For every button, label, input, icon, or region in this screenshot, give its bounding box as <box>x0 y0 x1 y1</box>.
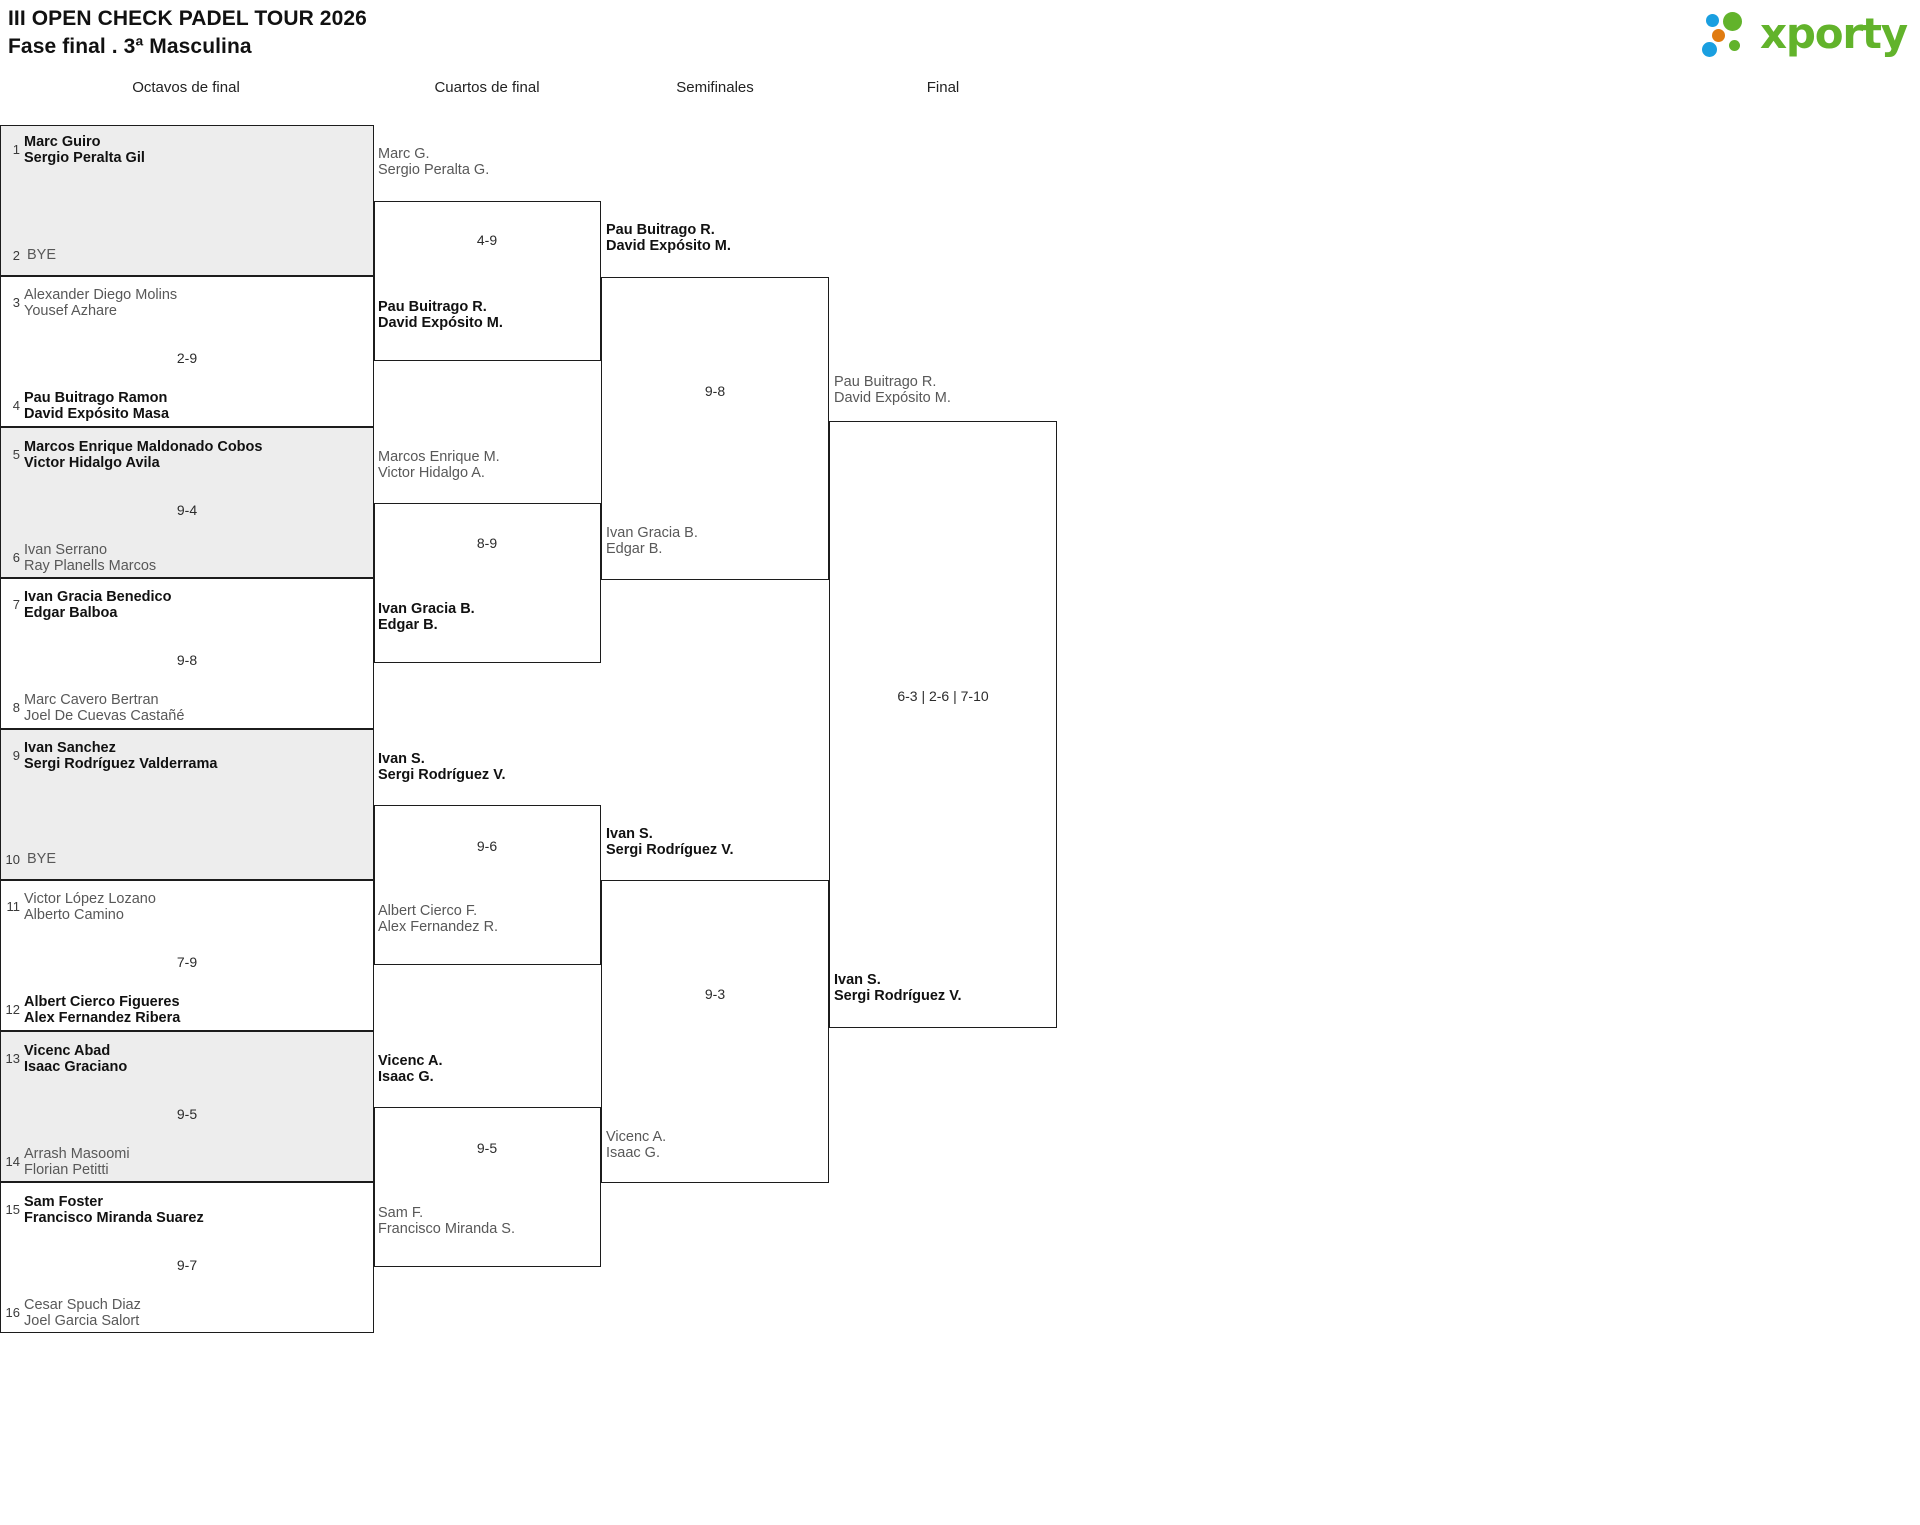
r16-seed-4: 4 <box>12 398 20 413</box>
r16-match-5[interactable] <box>0 729 374 880</box>
sf-team-2-top: Ivan S. Sergi Rodríguez V. <box>606 826 734 858</box>
qf-score-1: 4-9 <box>476 232 498 248</box>
r16-team-14: Arrash Masoomi Florian Petitti <box>24 1146 130 1178</box>
qf-match-4-box[interactable] <box>374 1107 601 1267</box>
tournament-subtitle: Fase final . 3ª Masculina <box>8 35 252 58</box>
round-header-octavos: Octavos de final <box>132 79 240 96</box>
qf-team-4-bottom: Sam F. Francisco Miranda S. <box>378 1205 515 1237</box>
sf-match-2-box[interactable] <box>601 880 829 1183</box>
sf-team-1-top: Pau Buitrago R. David Expósito M. <box>606 222 731 254</box>
r16-score-6: 7-9 <box>176 954 198 970</box>
r16-team-16: Cesar Spuch Diaz Joel Garcia Salort <box>24 1297 141 1329</box>
r16-seed-8: 8 <box>12 700 20 715</box>
sf-score-1: 9-8 <box>704 383 726 399</box>
r16-score-4: 9-8 <box>176 652 198 668</box>
final-score: 6-3 | 2-6 | 7-10 <box>897 688 989 704</box>
r16-seed-11: 11 <box>6 899 21 914</box>
sf-score-2: 9-3 <box>704 986 726 1002</box>
qf-team-4-top: Vicenc A. Isaac G. <box>378 1053 443 1085</box>
r16-team-5: Marcos Enrique Maldonado Cobos Victor Hi… <box>24 439 263 471</box>
page-header: III OPEN CHECK PADEL TOUR 2026 Fase fina… <box>0 0 1920 70</box>
r16-seed-10: 10 <box>5 852 20 867</box>
qf-team-1-top: Marc G. Sergio Peralta G. <box>378 146 490 178</box>
qf-match-3-box[interactable] <box>374 805 601 965</box>
qf-team-3-top: Ivan S. Sergi Rodríguez V. <box>378 751 506 783</box>
r16-seed-7: 7 <box>12 597 20 612</box>
r16-match-6[interactable] <box>0 880 374 1031</box>
r16-match-4[interactable] <box>0 578 374 729</box>
r16-team-4: Pau Buitrago Ramon David Expósito Masa <box>24 390 170 422</box>
r16-team-13: Vicenc Abad Isaac Graciano <box>24 1043 128 1075</box>
sf-team-2-bottom: Vicenc A. Isaac G. <box>606 1129 667 1161</box>
sf-team-1-bottom: Ivan Gracia B. Edgar B. <box>606 525 698 557</box>
r16-score-2: 2-9 <box>176 350 198 366</box>
r16-seed-3: 3 <box>12 295 20 310</box>
sf-match-1-box[interactable] <box>601 277 829 580</box>
round-header-final: Final <box>926 79 960 96</box>
qf-team-2-top: Marcos Enrique M. Victor Hidalgo A. <box>378 449 500 481</box>
round-header-cuartos: Cuartos de final <box>434 79 540 96</box>
r16-match-3[interactable] <box>0 427 374 578</box>
final-team-top: Pau Buitrago R. David Expósito M. <box>834 374 951 406</box>
qf-score-4: 9-5 <box>476 1140 498 1156</box>
r16-score-3: 9-4 <box>176 502 198 518</box>
r16-seed-14: 14 <box>5 1154 20 1169</box>
r16-seed-13: 13 <box>5 1051 20 1066</box>
qf-match-1-box[interactable] <box>374 201 601 361</box>
r16-team-9: Ivan Sanchez Sergi Rodríguez Valderrama <box>24 740 218 772</box>
qf-score-3: 9-6 <box>476 838 498 854</box>
xporty-logo[interactable]: xporty <box>1700 8 1910 60</box>
r16-seed-12: 12 <box>5 1002 20 1017</box>
r16-seed-1: 1 <box>12 142 20 157</box>
qf-team-3-bottom: Albert Cierco F. Alex Fernandez R. <box>378 903 499 935</box>
r16-match-7[interactable] <box>0 1031 374 1182</box>
r16-score-7: 9-5 <box>176 1106 198 1122</box>
r16-match-2[interactable] <box>0 276 374 427</box>
r16-team-6: Ivan Serrano Ray Planells Marcos <box>24 542 157 574</box>
r16-seed-6: 6 <box>12 550 20 565</box>
tournament-title: III OPEN CHECK PADEL TOUR 2026 <box>8 7 367 30</box>
qf-score-2: 8-9 <box>476 535 498 551</box>
r16-seed-9: 9 <box>12 748 20 763</box>
r16-team-11: Victor López Lozano Alberto Camino <box>24 891 156 923</box>
r16-team-10: BYE <box>27 851 57 867</box>
final-team-bottom: Ivan S. Sergi Rodríguez V. <box>834 972 962 1004</box>
r16-team-1: Marc Guiro Sergio Peralta Gil <box>24 134 145 166</box>
r16-seed-5: 5 <box>12 447 20 462</box>
final-match-box[interactable] <box>829 421 1057 1028</box>
logo-dots-icon <box>1700 12 1762 58</box>
r16-team-7: Ivan Gracia Benedico Edgar Balboa <box>24 589 172 621</box>
r16-match-1[interactable] <box>0 125 374 276</box>
logo-wordmark: xporty <box>1760 9 1908 58</box>
r16-match-8[interactable] <box>0 1182 374 1333</box>
r16-seed-2: 2 <box>12 248 20 263</box>
qf-match-2-box[interactable] <box>374 503 601 663</box>
r16-team-15: Sam Foster Francisco Miranda Suarez <box>24 1194 204 1226</box>
qf-team-2-bottom: Ivan Gracia B. Edgar B. <box>378 601 475 633</box>
r16-team-3: Alexander Diego Molins Yousef Azhare <box>24 287 178 319</box>
r16-team-2: BYE <box>27 247 57 263</box>
qf-team-1-bottom: Pau Buitrago R. David Expósito M. <box>378 299 503 331</box>
round-header-semifinales: Semifinales <box>676 79 754 96</box>
r16-seed-15: 15 <box>5 1202 20 1217</box>
r16-seed-16: 16 <box>5 1305 20 1320</box>
r16-team-8: Marc Cavero Bertran Joel De Cuevas Casta… <box>24 692 185 724</box>
r16-team-12: Albert Cierco Figueres Alex Fernandez Ri… <box>24 994 181 1026</box>
r16-score-8: 9-7 <box>176 1257 198 1273</box>
